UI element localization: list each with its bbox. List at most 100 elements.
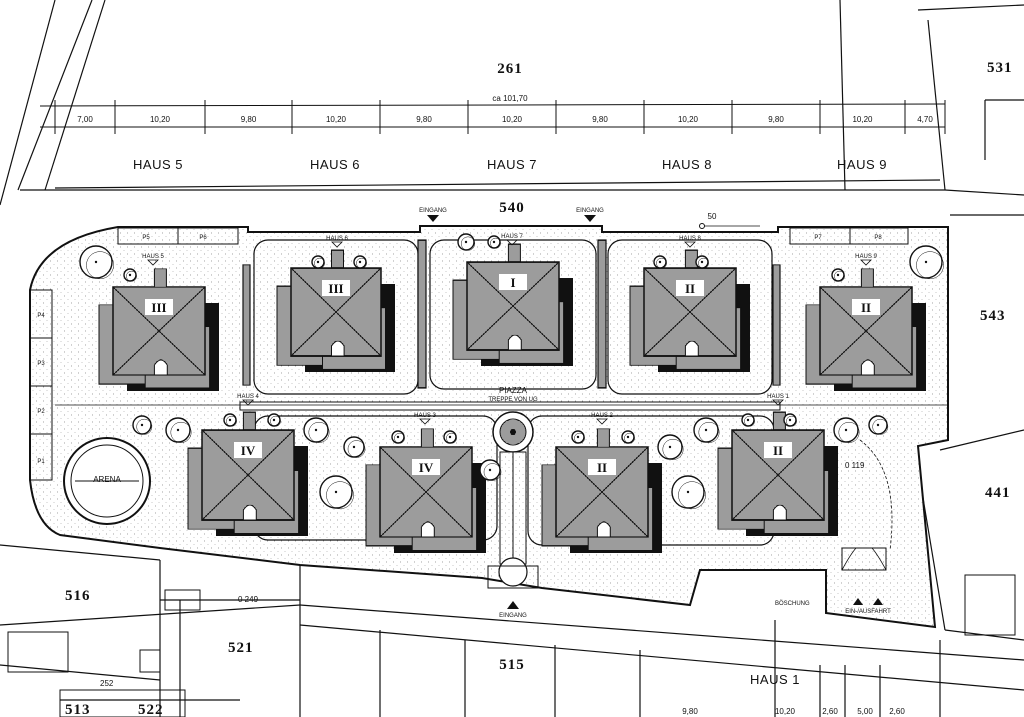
parking-label: P1 bbox=[37, 459, 45, 465]
house-type-numeral: II bbox=[773, 443, 783, 458]
house-tag: HAUS 2 bbox=[591, 413, 613, 419]
tree-icon bbox=[319, 475, 354, 510]
house-tag: HAUS 3 bbox=[414, 413, 436, 419]
house-type-numeral: II bbox=[685, 281, 695, 296]
parcel-521: 521 bbox=[228, 640, 254, 656]
parcel-531: 531 bbox=[987, 60, 1013, 76]
bottom-dimension-label: 9,80 bbox=[682, 707, 698, 716]
tree-icon bbox=[831, 268, 845, 282]
parcel-543: 543 bbox=[980, 308, 1006, 324]
parcel-522: 522 bbox=[138, 702, 164, 717]
level-249: 0 249 bbox=[238, 595, 259, 604]
bottom-dimension-label: 10,20 bbox=[775, 707, 796, 716]
tree-icon bbox=[311, 255, 325, 269]
tree-icon bbox=[267, 413, 281, 427]
entry-arrow-icon bbox=[873, 598, 883, 605]
parcel-441: 441 bbox=[985, 485, 1011, 501]
entrances-top: EINGANG EINGANG 50 bbox=[419, 208, 760, 229]
house-tag: HAUS 9 bbox=[855, 254, 877, 260]
top-house-label: HAUS 8 bbox=[662, 157, 712, 172]
plot-marker-50: 50 bbox=[708, 212, 717, 221]
trees bbox=[79, 233, 944, 510]
tree-icon bbox=[132, 415, 153, 435]
parking-label: P6 bbox=[199, 235, 207, 241]
tree-icon bbox=[693, 417, 720, 443]
parcel-540: 540 bbox=[499, 200, 525, 216]
eingang-bottom-label: EINGANG bbox=[499, 613, 527, 619]
top-house-label: HAUS 9 bbox=[837, 157, 887, 172]
dimension-label: 9,80 bbox=[241, 115, 257, 124]
dimension-label: 9,80 bbox=[592, 115, 608, 124]
tree-icon bbox=[123, 268, 137, 282]
tree-icon bbox=[343, 436, 366, 458]
total-width-label: ca 101,70 bbox=[492, 94, 528, 103]
entry-arrow-icon bbox=[507, 601, 519, 609]
arena-label: ARENA bbox=[93, 475, 121, 484]
house: II HAUS 8 bbox=[629, 236, 750, 372]
parking-label: P8 bbox=[874, 235, 882, 241]
dimension-label: 7,00 bbox=[77, 115, 93, 124]
tree-icon bbox=[571, 430, 585, 444]
dimension-label: 4,70 bbox=[917, 115, 933, 124]
house-tag: HAUS 1 bbox=[767, 394, 789, 400]
parking-label: P5 bbox=[142, 235, 150, 241]
stair-strip bbox=[417, 239, 427, 389]
house-tag: HAUS 7 bbox=[501, 234, 523, 240]
tree-icon bbox=[443, 430, 457, 444]
tree-icon bbox=[223, 413, 237, 427]
house-tag: HAUS 8 bbox=[679, 236, 701, 242]
dimension-chain: ca 101,70 7,00 10,20 9,80 10,20 9,80 10,20 9,8… bbox=[39, 94, 946, 172]
tree-icon bbox=[671, 475, 706, 510]
house: I HAUS 7 bbox=[452, 234, 573, 366]
parking-label: P7 bbox=[814, 235, 822, 241]
haus1-label: HAUS 1 bbox=[750, 672, 800, 687]
house-tag: HAUS 5 bbox=[142, 254, 164, 260]
bottom-dimension-label: 2,60 bbox=[889, 707, 905, 716]
parcel-516: 516 bbox=[65, 588, 91, 604]
bottom-annotations: EINGANG BÖSCHUNG EIN-/AUSFAHRT 0 119 0 2… bbox=[100, 439, 905, 716]
level-119: 0 119 bbox=[845, 461, 865, 470]
parking-label: P3 bbox=[37, 361, 45, 367]
dimension-label: 9,80 bbox=[768, 115, 784, 124]
house-type-numeral: III bbox=[328, 281, 343, 296]
tree-icon bbox=[695, 255, 709, 269]
dimension-label: 10,20 bbox=[678, 115, 699, 124]
tree-icon bbox=[479, 459, 502, 481]
dimension-label: 10,20 bbox=[502, 115, 523, 124]
parking-top bbox=[29, 227, 909, 481]
level-252: 252 bbox=[100, 679, 114, 688]
house-type-numeral: IV bbox=[241, 443, 256, 458]
top-house-label: HAUS 5 bbox=[133, 157, 183, 172]
eingang-left-label: EINGANG bbox=[419, 208, 447, 214]
arena: ARENA bbox=[63, 437, 151, 525]
parking-label: P2 bbox=[37, 409, 45, 415]
piazza-label: PIAZZA bbox=[499, 386, 528, 395]
tree-icon bbox=[909, 245, 944, 280]
boeschung-label: BÖSCHUNG bbox=[775, 600, 810, 607]
bottom-dimension-label: 5,00 bbox=[857, 707, 873, 716]
tree-icon bbox=[741, 413, 755, 427]
parcel-261: 261 bbox=[497, 61, 523, 77]
tree-icon bbox=[783, 413, 797, 427]
dimension-label: 10,20 bbox=[852, 115, 873, 124]
piazza: PIAZZA TREPPE VON UG bbox=[55, 386, 948, 589]
house-type-numeral: I bbox=[510, 275, 515, 290]
house: II HAUS 1 bbox=[717, 394, 838, 536]
house-type-numeral: II bbox=[597, 460, 607, 475]
tree-icon bbox=[457, 233, 476, 251]
tree-icon bbox=[79, 245, 114, 280]
tree-icon bbox=[353, 255, 367, 269]
bottom-dimension-label: 2,60 bbox=[822, 707, 838, 716]
house: III HAUS 5 bbox=[98, 254, 219, 391]
tree-icon bbox=[165, 417, 192, 443]
eingang-right-label: EINGANG bbox=[576, 208, 604, 214]
tree-icon bbox=[868, 415, 889, 435]
house-type-numeral: III bbox=[151, 300, 166, 315]
entry-arrow-icon bbox=[584, 215, 596, 222]
entry-arrow-icon bbox=[853, 598, 863, 605]
